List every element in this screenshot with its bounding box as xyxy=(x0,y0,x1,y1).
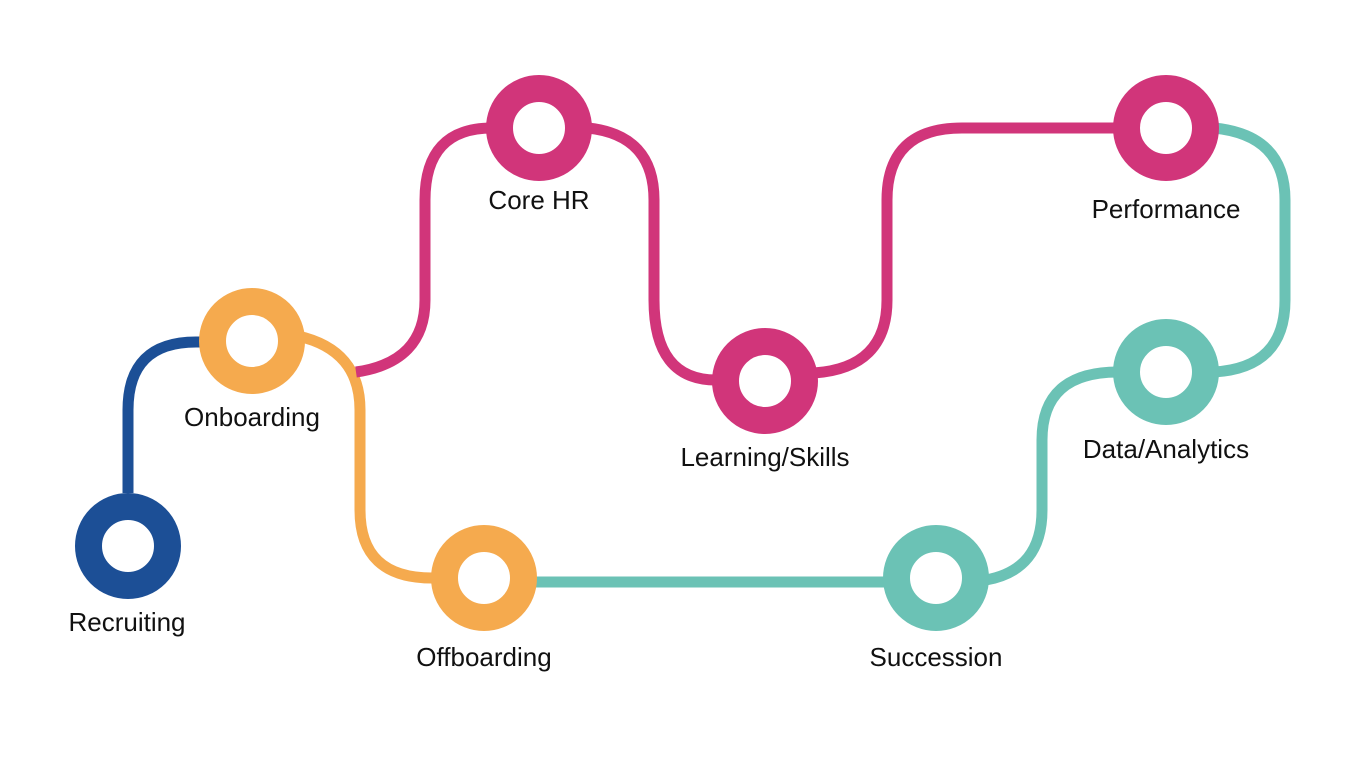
connector-performance-data-analytics xyxy=(1213,122,1291,378)
offboarding-node xyxy=(431,525,537,631)
onboarding-label: Onboarding xyxy=(184,402,320,432)
succession-label: Succession xyxy=(870,642,1003,672)
connector-onboarding-offboarding xyxy=(296,330,433,584)
performance-label: Performance xyxy=(1092,194,1241,224)
core-hr-node xyxy=(486,75,592,181)
learning-skills-node xyxy=(712,328,818,434)
recruiting-label: Recruiting xyxy=(68,607,185,637)
connector-core-hr-learning xyxy=(587,122,717,386)
connector-onboarding-core-hr xyxy=(355,122,493,378)
offboarding-label: Offboarding xyxy=(416,642,551,672)
connector-data-analytics-succession xyxy=(984,366,1119,586)
performance-node xyxy=(1113,75,1219,181)
connector-recruiting-onboarding xyxy=(122,336,206,493)
core-hr-label: Core HR xyxy=(488,185,589,215)
onboarding-node xyxy=(199,288,305,394)
learning-skills-label: Learning/Skills xyxy=(680,442,849,472)
data-analytics-label: Data/Analytics xyxy=(1083,434,1249,464)
connector-learning-performance xyxy=(813,122,1120,379)
data-analytics-node xyxy=(1113,319,1219,425)
recruiting-node xyxy=(75,493,181,599)
succession-node xyxy=(883,525,989,631)
